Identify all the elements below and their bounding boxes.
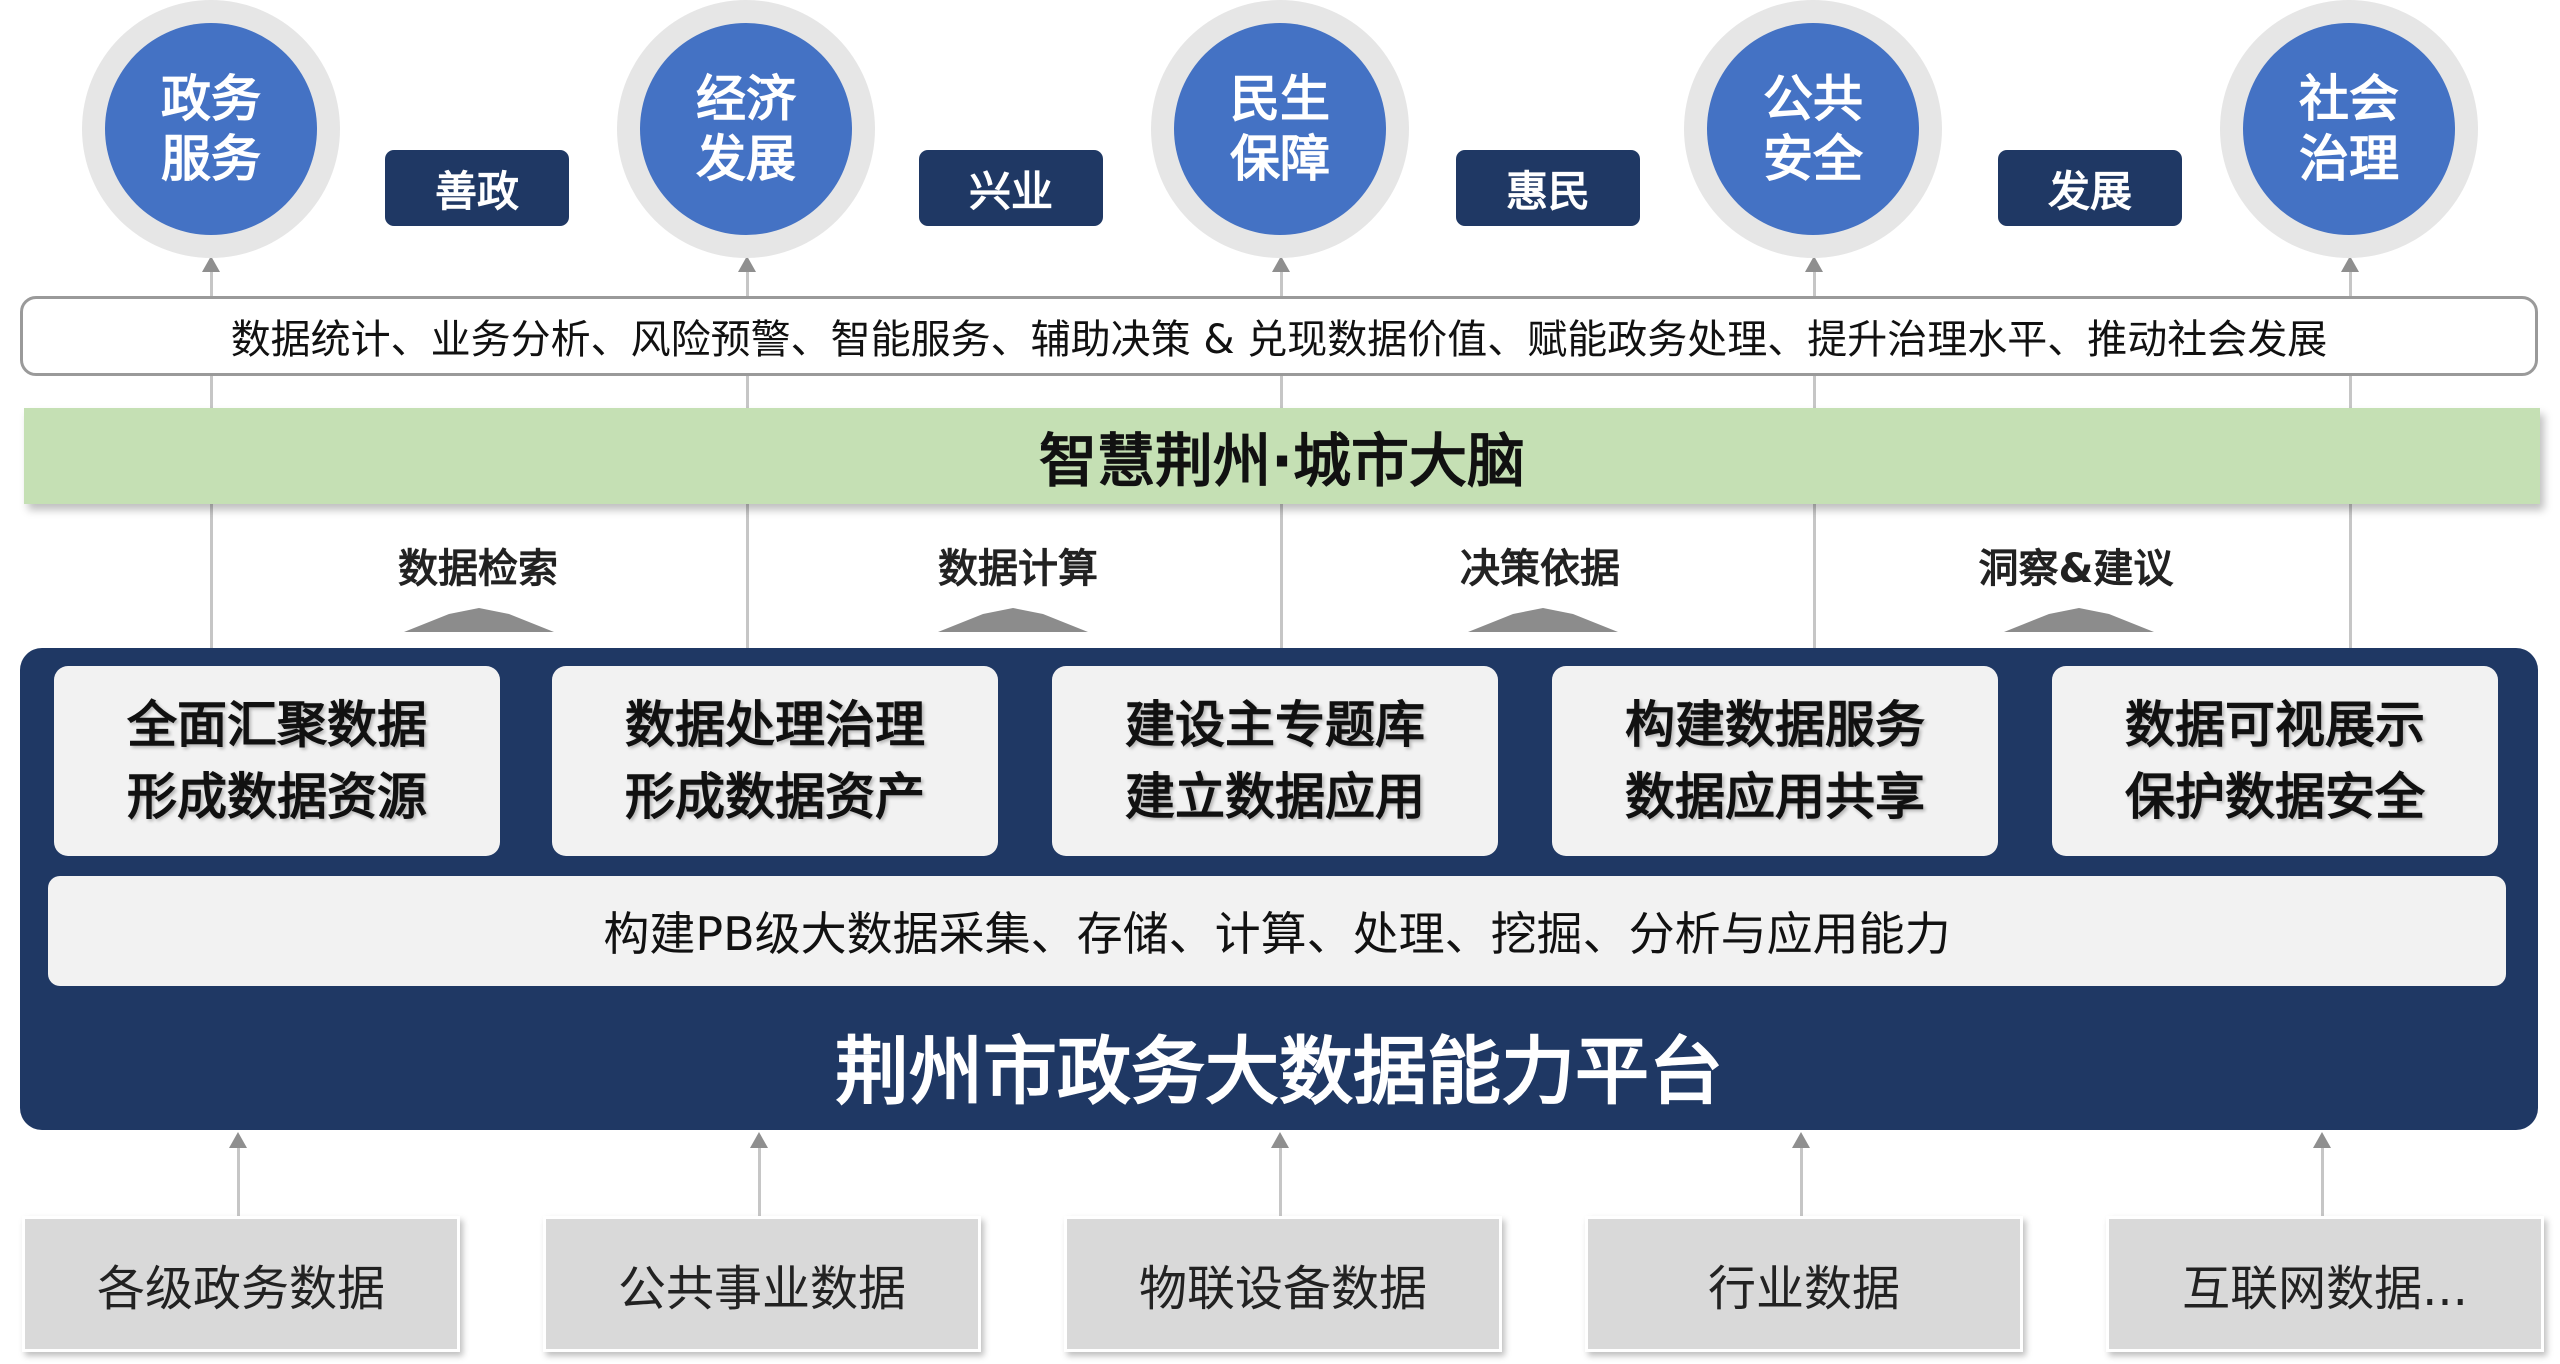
- goal-circle-gov-service: 政务服务: [82, 0, 340, 258]
- module-line: 保护数据安全: [2125, 768, 2425, 826]
- module-line: 形成数据资源: [127, 768, 427, 826]
- connector-line: [746, 272, 749, 296]
- module-line: 建设主专题库: [1125, 696, 1425, 754]
- source-internet-data: 互联网数据...: [2106, 1216, 2544, 1352]
- connector-line: [1813, 272, 1816, 296]
- connector-line: [237, 1146, 240, 1216]
- tag-development: 发展: [1998, 150, 2182, 226]
- module-line: 数据可视展示: [2125, 696, 2425, 754]
- connector-line: [1280, 272, 1283, 296]
- up-flow-arrow-icon: [1468, 608, 1618, 632]
- module-line: 构建数据服务: [1625, 696, 1925, 754]
- capability-bar: 数据统计、业务分析、风险预警、智能服务、辅助决策 & 兑现数据价值、赋能政务处理…: [20, 296, 2538, 376]
- flow-label-data-compute: 数据计算: [938, 546, 1098, 592]
- goal-label: 经济发展: [696, 70, 796, 188]
- arrow-up-icon: [229, 1132, 247, 1148]
- module-line: 数据处理治理: [625, 696, 925, 754]
- module-line: 数据应用共享: [1625, 768, 1925, 826]
- connector-line: [1280, 504, 1283, 648]
- up-flow-arrow-icon: [2004, 608, 2154, 632]
- goal-circle-economy: 经济发展: [617, 0, 875, 258]
- connector-line: [210, 272, 213, 296]
- platform-title: 荆州市政务大数据能力平台: [835, 1028, 1723, 1115]
- tag-benefit-people: 惠民: [1456, 150, 1640, 226]
- connector-line: [758, 1146, 761, 1216]
- connector-line: [746, 376, 749, 408]
- connector-line: [2321, 1146, 2324, 1216]
- connector-line: [746, 504, 749, 648]
- tag-industry: 兴业: [919, 150, 1103, 226]
- goal-label: 社会治理: [2299, 70, 2399, 188]
- flow-label-insight: 洞察&建议: [1978, 546, 2174, 592]
- goal-label: 政务服务: [161, 70, 261, 188]
- module-line: 全面汇聚数据: [127, 696, 427, 754]
- connector-line: [1800, 1146, 1803, 1216]
- connector-line: [2349, 272, 2352, 296]
- connector-line: [2349, 504, 2352, 648]
- arrow-up-icon: [2341, 256, 2359, 272]
- goal-label: 公共安全: [1763, 70, 1863, 188]
- arrow-up-icon: [2313, 1132, 2331, 1148]
- city-brain-bar: 智慧荆州·城市大脑: [24, 408, 2540, 504]
- goal-circle-social-governance: 社会治理: [2220, 0, 2478, 258]
- arrow-up-icon: [1272, 256, 1290, 272]
- flow-label-decision-basis: 决策依据: [1460, 546, 1620, 592]
- arrow-up-icon: [750, 1132, 768, 1148]
- connector-line: [1813, 376, 1816, 408]
- module-aggregate-data: 全面汇聚数据 形成数据资源: [54, 666, 500, 856]
- tag-good-governance: 善政: [385, 150, 569, 226]
- source-industry-data: 行业数据: [1585, 1216, 2023, 1352]
- goal-circle-public-safety: 公共安全: [1684, 0, 1942, 258]
- module-data-service: 构建数据服务 数据应用共享: [1552, 666, 1998, 856]
- connector-line: [1813, 504, 1816, 648]
- arrow-up-icon: [202, 256, 220, 272]
- arrow-up-icon: [1805, 256, 1823, 272]
- connector-line: [1279, 1146, 1282, 1216]
- pb-capability-bar: 构建PB级大数据采集、存储、计算、处理、挖掘、分析与应用能力: [48, 876, 2506, 986]
- up-flow-arrow-icon: [938, 608, 1088, 632]
- arrow-up-icon: [1271, 1132, 1289, 1148]
- module-line: 建立数据应用: [1125, 768, 1425, 826]
- connector-line: [1280, 376, 1283, 408]
- connector-line: [210, 376, 213, 408]
- arrow-up-icon: [738, 256, 756, 272]
- connector-line: [2349, 376, 2352, 408]
- source-gov-data: 各级政务数据: [22, 1216, 460, 1352]
- goal-label: 民生保障: [1230, 70, 1330, 188]
- connector-line: [210, 504, 213, 648]
- module-process-data: 数据处理治理 形成数据资产: [552, 666, 998, 856]
- source-public-utility-data: 公共事业数据: [543, 1216, 981, 1352]
- module-topic-library: 建设主专题库 建立数据应用: [1052, 666, 1498, 856]
- module-line: 形成数据资产: [625, 768, 925, 826]
- source-iot-device-data: 物联设备数据: [1064, 1216, 1502, 1352]
- flow-label-data-search: 数据检索: [398, 546, 558, 592]
- up-flow-arrow-icon: [404, 608, 554, 632]
- goal-circle-livelihood: 民生保障: [1151, 0, 1409, 258]
- arrow-up-icon: [1792, 1132, 1810, 1148]
- module-data-visualization: 数据可视展示 保护数据安全: [2052, 666, 2498, 856]
